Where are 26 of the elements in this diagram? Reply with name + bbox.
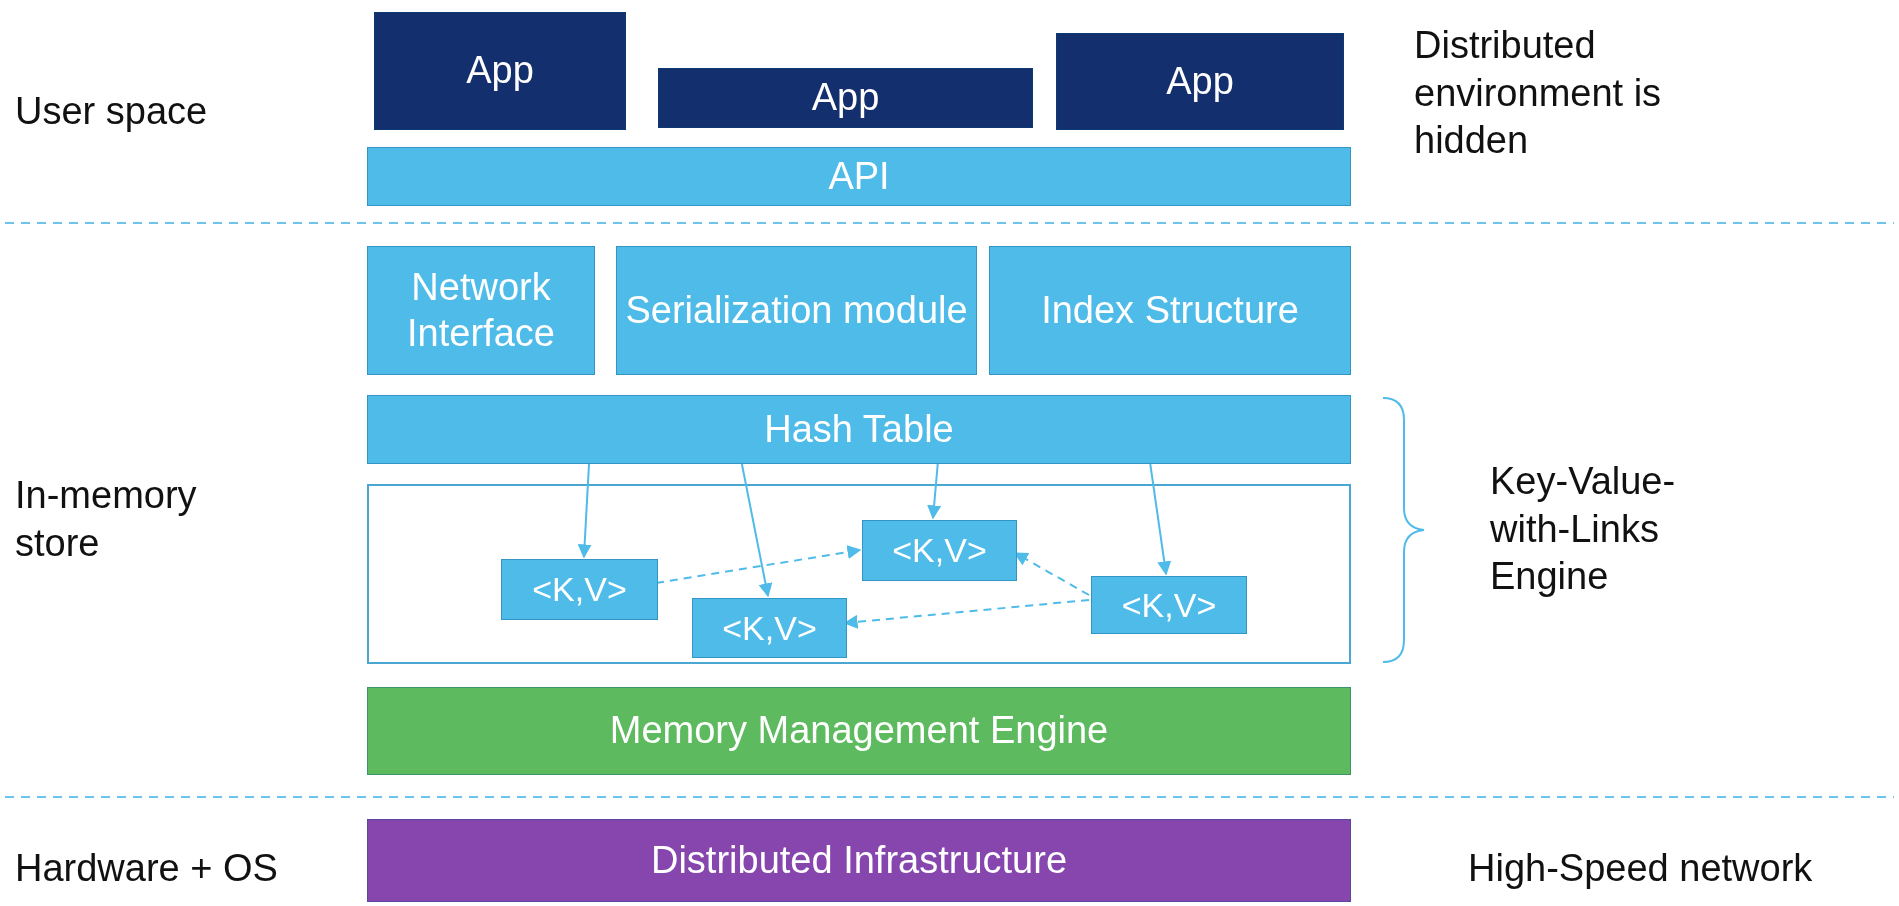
arrow: [740, 463, 773, 598]
key-value-box: <K,V>: [501, 559, 658, 620]
arrow: [1149, 463, 1172, 576]
key-value-box: <K,V>: [1091, 576, 1247, 634]
app-box: App: [1056, 33, 1344, 130]
app-box: App: [658, 68, 1033, 128]
engine-bar: Memory Management Engine: [367, 687, 1351, 775]
module-box: Serialization module: [616, 246, 977, 375]
note-text: Distributed environment is hidden: [1414, 23, 1663, 163]
app-box: App: [374, 12, 626, 130]
dashed-arrow: [655, 545, 862, 584]
layer-label: Hardware + OS: [15, 846, 278, 891]
layer-label: In-memory store: [15, 473, 198, 566]
arrow: [927, 463, 942, 520]
layer-label: Key-Value-with-Links Engine: [1490, 459, 1677, 599]
arrow: [577, 463, 592, 559]
layer-label: User space: [15, 89, 208, 134]
layer-label: High-Speed network: [1468, 846, 1813, 891]
hash-table-bar: Hash Table: [367, 395, 1351, 464]
infrastructure-bar: Distributed Infrastructure: [367, 819, 1351, 902]
module-box: Index Structure: [989, 246, 1351, 375]
key-value-box: <K,V>: [692, 598, 847, 658]
key-value-box: <K,V>: [862, 520, 1017, 581]
api-bar: API: [367, 147, 1351, 206]
module-box: Network Interface: [367, 246, 595, 375]
container-box: [367, 484, 1351, 664]
